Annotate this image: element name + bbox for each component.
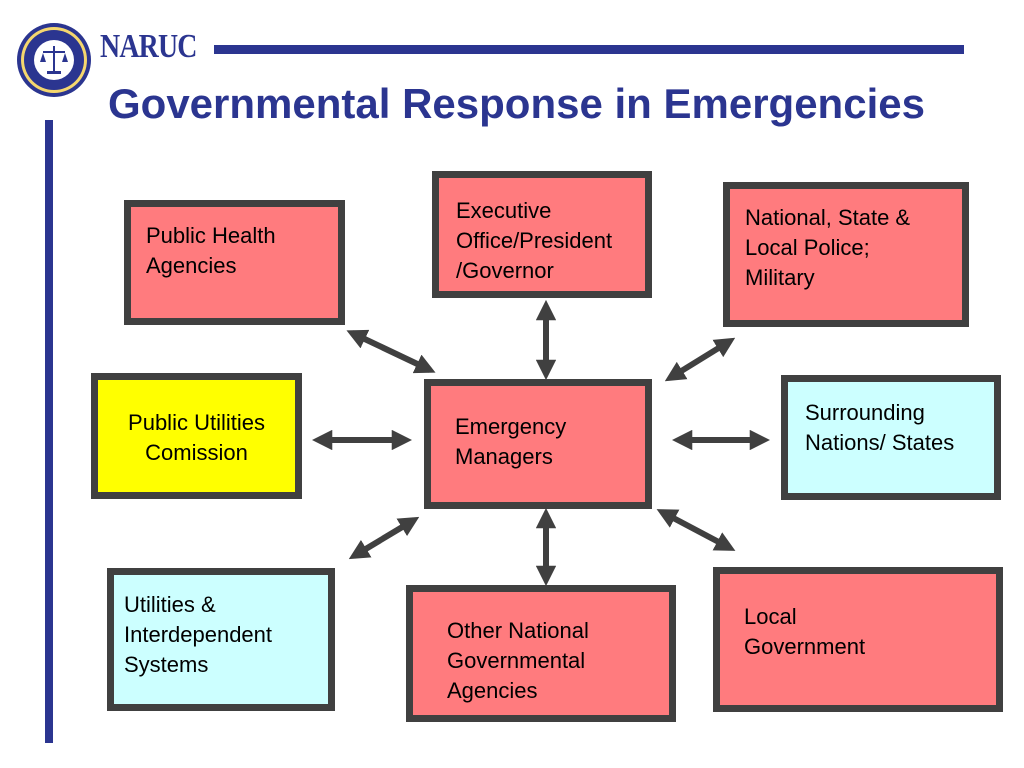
naruc-seal-icon xyxy=(17,23,91,97)
node-emergency-managers: Emergency Managers xyxy=(424,379,652,509)
node-executive: Executive Office/President /Governor xyxy=(432,171,652,298)
node-utilities-systems: Utilities & Interdependent Systems xyxy=(107,568,335,711)
node-label: Public Utilities Comission xyxy=(128,410,265,465)
node-label: Other National Governmental Agencies xyxy=(447,618,589,703)
node-label: Executive Office/President /Governor xyxy=(456,198,613,283)
node-public-health: Public Health Agencies xyxy=(124,200,345,325)
node-local-gov: Local Government xyxy=(713,567,1003,712)
node-surrounding: Surrounding Nations/ States xyxy=(781,375,1001,500)
arrow-local-gov xyxy=(656,509,736,551)
node-label: Local Government xyxy=(744,604,866,659)
arrow-utilities-systems xyxy=(348,516,420,560)
arrow-police-military xyxy=(664,337,736,382)
node-police-military: National, State & Local Police; Military xyxy=(723,182,969,327)
page-title: Governmental Response in Emergencies xyxy=(108,80,925,127)
node-label: Surrounding Nations/ States xyxy=(805,400,955,455)
node-other-agencies: Other National Governmental Agencies xyxy=(406,585,676,722)
side-rule xyxy=(45,120,53,743)
header-rule xyxy=(214,45,964,54)
node-public-utilities: Public Utilities Comission xyxy=(91,373,302,499)
arrow-public-health xyxy=(346,329,436,374)
node-label: Public Health Agencies xyxy=(146,223,276,278)
node-label: Utilities & Interdependent Systems xyxy=(124,592,273,677)
brand-logo: NARUC xyxy=(100,28,197,65)
node-label: National, State & Local Police; Military xyxy=(745,205,911,290)
center-label: Emergency Managers xyxy=(455,414,567,469)
